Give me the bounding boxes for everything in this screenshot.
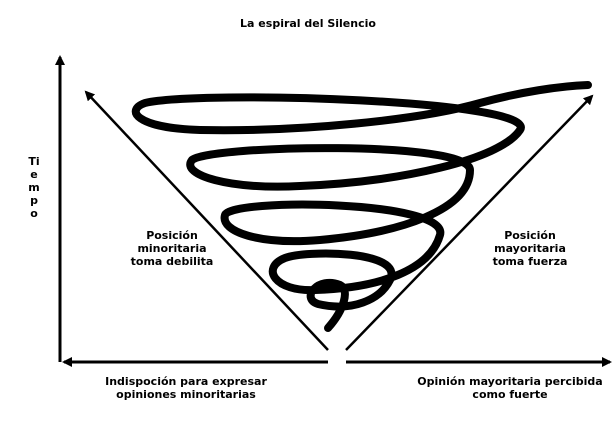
x-axis-left-label: Indispoción para expresar opiniones mino… <box>105 375 267 401</box>
spiral-line <box>131 81 592 332</box>
diagram-title: La espiral del Silencio <box>240 17 376 30</box>
right-diagonal-arrow <box>345 94 594 351</box>
right-side-label: Posición mayoritaria toma fuerza <box>492 229 568 268</box>
x-axis-right-label: Opinión mayoritaria percibida como fuert… <box>417 375 603 401</box>
y-axis-label: Tiempo <box>28 155 40 220</box>
left-side-label: Posición minoritaria toma debilita <box>130 229 214 268</box>
left-diagonal-arrow <box>84 90 329 351</box>
